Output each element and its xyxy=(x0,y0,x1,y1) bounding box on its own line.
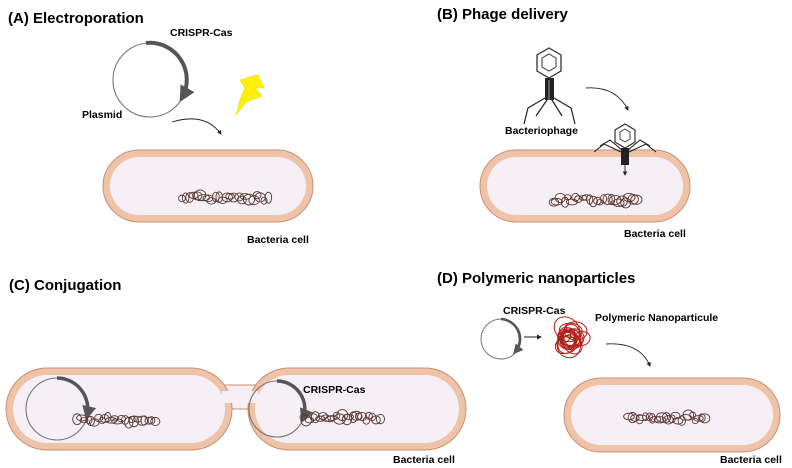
bacterial-chromosome xyxy=(178,189,273,206)
crispr-cas-arc xyxy=(56,376,97,421)
plasmid-label: Plasmid xyxy=(82,109,123,121)
panel-a-heading: (A) Electroporation xyxy=(8,10,144,27)
bacteria-cell-cytoplasm xyxy=(487,157,683,215)
crispr-cas-label: CRISPR-Cas xyxy=(303,384,366,396)
bacterial-chromosome xyxy=(623,409,711,426)
delivery-arrow xyxy=(171,118,222,135)
panel-d-heading: (D) Polymeric nanoparticles xyxy=(437,270,636,287)
panel-d-polymeric-nanoparticles xyxy=(480,316,781,453)
panel-a-electroporation xyxy=(102,40,314,223)
bacteria-cell-cytoplasm xyxy=(13,375,225,443)
bacteria-cell-label: Bacteria cell xyxy=(720,454,782,466)
bacteria-cell-cytoplasm xyxy=(110,157,306,215)
bacteriophage-icon xyxy=(523,47,576,125)
bacteriophage-label: Bacteriophage xyxy=(505,125,578,137)
attached-bacteriophage-icon xyxy=(593,123,657,176)
panel-c-conjugation xyxy=(5,367,467,451)
panel-c-heading: (C) Conjugation xyxy=(9,277,122,294)
crispr-cas-label: CRISPR-Cas xyxy=(170,27,233,39)
delivery-arrow xyxy=(585,87,629,111)
bacteria-cell-label: Bacteria cell xyxy=(624,228,686,240)
bacterial-chromosome xyxy=(299,409,385,427)
crispr-cas-label: CRISPR-Cas xyxy=(503,305,566,317)
bacterial-chromosome xyxy=(72,412,161,429)
lightning-bolt-icon xyxy=(235,74,265,116)
panel-b-heading: (B) Phage delivery xyxy=(437,6,568,23)
bacteria-cell-label: Bacteria cell xyxy=(393,454,455,466)
crispr-cas-arc xyxy=(276,379,314,423)
panel-b-phage-delivery xyxy=(479,47,691,223)
bridge-lumen xyxy=(222,391,258,403)
delivery-arrow xyxy=(605,343,651,367)
nanoparticle-label: Polymeric Nanoparticule xyxy=(595,312,719,324)
crispr-cas-arc xyxy=(500,317,524,355)
bacterial-chromosome xyxy=(548,192,643,209)
polymeric-nanoparticle-icon xyxy=(553,316,591,359)
bacteria-cell-label: Bacteria cell xyxy=(247,234,309,246)
crispr-cas-arc xyxy=(145,40,195,103)
